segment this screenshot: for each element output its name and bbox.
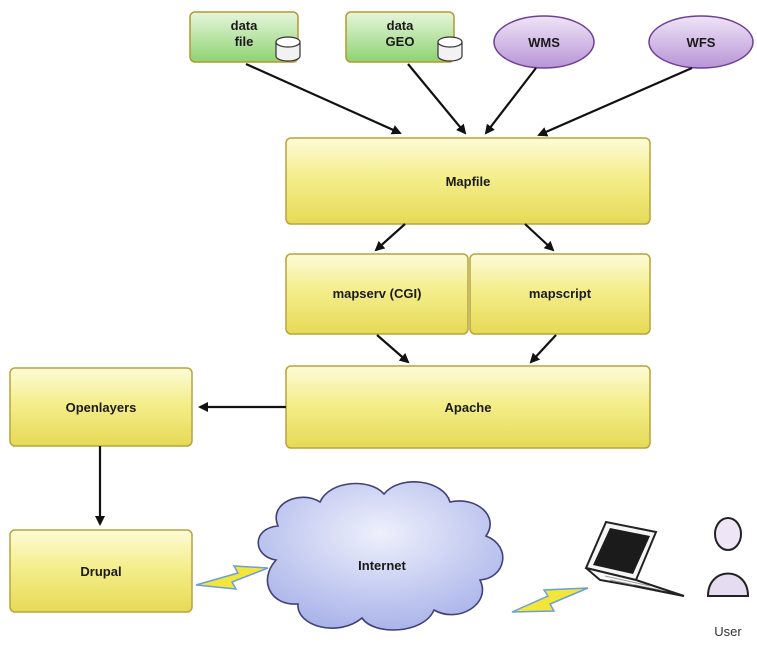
mapserv-label: mapserv (CGI) (333, 286, 422, 301)
data-geo-label-1: data (387, 18, 415, 33)
arrow-wfs-to-mapfile (537, 66, 693, 137)
internet-label: Internet (358, 558, 406, 573)
database-icon (275, 36, 301, 62)
wms-node: WMS (493, 15, 595, 69)
arrow-data-file-to-mapfile (245, 62, 402, 135)
lightning-icon (511, 587, 589, 613)
data-file-label-2: file (235, 34, 254, 49)
mapserv-node: mapserv (CGI) (285, 253, 469, 335)
openlayers-label: Openlayers (66, 400, 137, 415)
arrow-mapserv-to-apache (376, 334, 410, 364)
arrow-mapscript-to-apache (529, 334, 557, 364)
mapscript-node: mapscript (469, 253, 651, 335)
user-icon (706, 517, 750, 597)
data-geo-node: data GEO (345, 11, 463, 63)
arrow-mapfile-to-mapscript (524, 223, 555, 252)
lightning-icon (195, 565, 269, 590)
mapfile-node: Mapfile (285, 137, 651, 225)
drupal-node: Drupal (9, 529, 193, 613)
data-file-label-1: data (231, 18, 259, 33)
data-file-node: data file (189, 11, 301, 63)
user-label: User (714, 624, 742, 639)
mapfile-label: Mapfile (446, 174, 491, 189)
wfs-label: WFS (687, 35, 716, 50)
arrow-wms-to-mapfile (484, 67, 537, 135)
wfs-node: WFS (648, 15, 754, 69)
data-geo-label-2: GEO (386, 34, 415, 49)
wms-label: WMS (528, 35, 560, 50)
openlayers-node: Openlayers (9, 367, 193, 447)
drupal-label: Drupal (80, 564, 121, 579)
database-icon (437, 36, 463, 62)
arrow-data-geo-to-mapfile (407, 63, 467, 135)
internet-cloud: Internet (257, 481, 504, 631)
apache-label: Apache (445, 400, 492, 415)
apache-node: Apache (285, 365, 651, 449)
arrow-mapfile-to-mapserv (374, 223, 406, 252)
mapscript-label: mapscript (529, 286, 592, 301)
laptop-icon (584, 520, 685, 597)
